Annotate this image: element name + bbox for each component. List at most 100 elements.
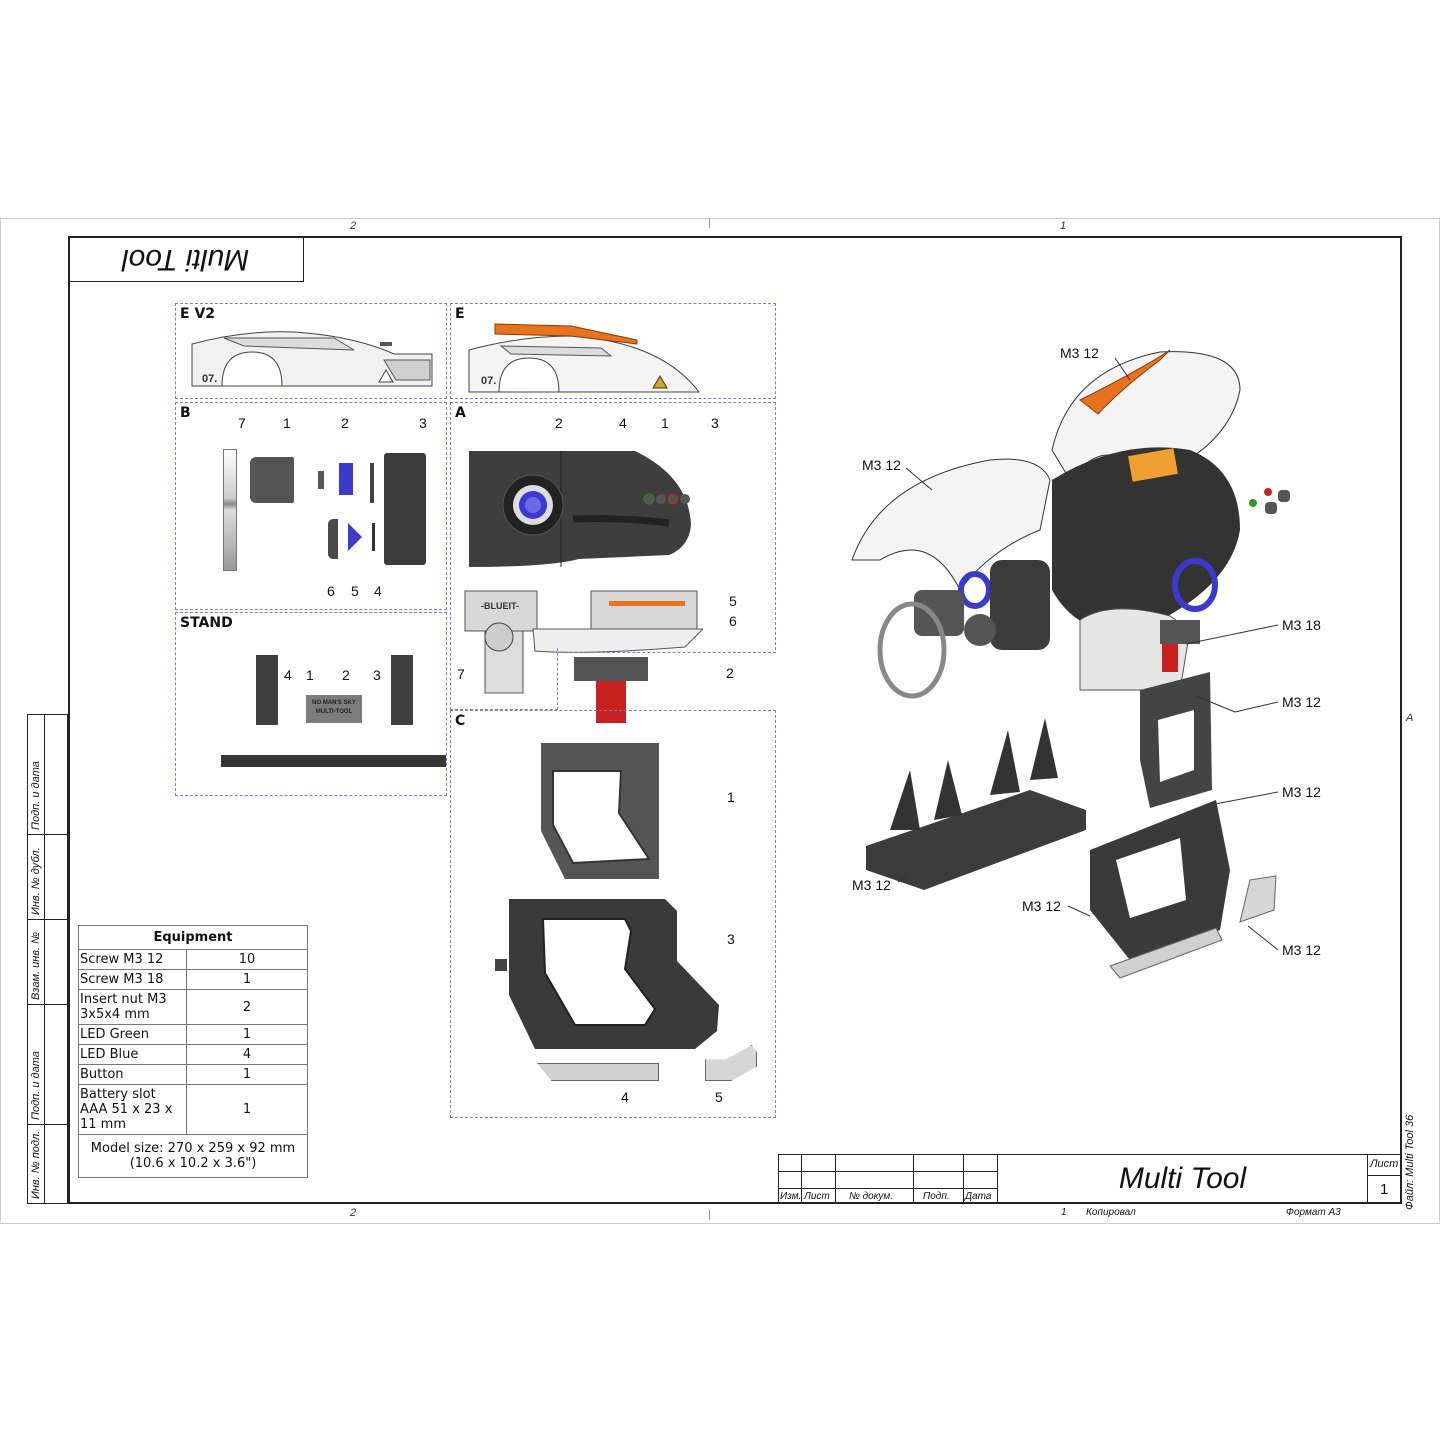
file-label: Файл: Multi Tool 36 [1404, 1114, 1416, 1210]
format-label: Формат A3 [1286, 1207, 1341, 1218]
sheet-number: 1 [1380, 1181, 1389, 1198]
drawing-frame [68, 236, 1402, 1204]
b-callout-4: 4 [374, 583, 382, 599]
stamp-header-date: Дата [965, 1191, 992, 1202]
side-cell-3: Взам. инв. № [28, 920, 67, 1005]
stamp-header-doc-no: № докум. [849, 1191, 894, 1202]
equipment-item: Screw M3 12 [78, 949, 187, 970]
view-e-v2: E V2 07. [175, 303, 447, 399]
a-callout-2b: 2 [726, 665, 734, 681]
view-c-label: C [455, 713, 466, 729]
zone-row-a: A [1406, 712, 1414, 724]
equipment-item: Insert nut M3 3x5x4 mm [78, 989, 187, 1025]
a-part-1-body [469, 451, 691, 567]
main-body [1052, 447, 1240, 632]
stand-part-1-base [221, 755, 446, 767]
b-part-2-blue-led [339, 463, 353, 495]
stand-callout-3: 3 [373, 667, 381, 683]
view-stand: STAND NO MAN'S SKY MULTI-TOOL 4 1 2 3 [175, 612, 447, 796]
c-callout-5: 5 [715, 1089, 723, 1105]
stand-callout-1: 1 [306, 667, 314, 683]
view-a-label: A [455, 405, 466, 421]
view-stand-label: STAND [180, 615, 233, 631]
b-callout-1: 1 [283, 415, 291, 431]
side-cell-5: Инв. № подл. [30, 1130, 42, 1199]
stamp-header-rev: Изм. [780, 1191, 802, 1202]
side-strip-divider [44, 715, 45, 1203]
revision-grid: Изм. Лист № докум. Подп. Дата [778, 1154, 998, 1204]
equipment-qty: 10 [186, 949, 308, 970]
view-e-label: E [455, 306, 465, 322]
c-part-4-rail [537, 1063, 659, 1081]
stamp-header-sheet: Лист [804, 1191, 830, 1202]
equipment-qty: 1 [186, 1024, 308, 1045]
assembly-callout-stand-m3-12: M3 12 [852, 877, 891, 893]
equipment-title: Equipment [78, 925, 308, 950]
left-shell [851, 458, 1051, 591]
exploded-assembly [851, 349, 1290, 979]
stand-part-2-plate: NO MAN'S SKY MULTI-TOOL [306, 695, 362, 723]
assembly-callout-top-shell-m3-12: M3 12 [1060, 345, 1099, 361]
model-size-mm: Model size: 270 x 259 x 92 mm [90, 1141, 296, 1156]
b-part-3-housing [384, 453, 426, 565]
c-part-3-frame [495, 899, 719, 1049]
svg-text:07.: 07. [481, 375, 496, 387]
a-part-2-red-trigger [596, 681, 626, 723]
b-part-2c [370, 463, 374, 503]
equipment-item: LED Green [78, 1024, 187, 1045]
assembly-callout-frame3-side-m3-12: M3 12 [1022, 898, 1061, 914]
side-cell-2: Инв. № дубл. [28, 835, 67, 920]
side-cell-1: Подп. и дата [28, 715, 67, 835]
upside-down-title: Multi Tool [121, 242, 250, 276]
stand-part-4-post [256, 655, 278, 725]
c-callout-3: 3 [727, 931, 735, 947]
a-callout-1: 1 [661, 415, 669, 431]
assembly-callout-frame3-m3-12: M3 12 [1282, 784, 1321, 800]
b-callout-7: 7 [238, 415, 246, 431]
svg-text:-BLUEIT-: -BLUEIT- [481, 601, 519, 611]
b-part-5-blue-cone [348, 523, 362, 551]
equipment-item: Button [78, 1064, 187, 1085]
zone-col-2-top: 2 [350, 220, 357, 232]
b-callout-3: 3 [419, 415, 427, 431]
stand-part-3-post [391, 655, 413, 725]
c-callout-4: 4 [621, 1089, 629, 1105]
upside-down-title-box: Multi Tool [68, 236, 304, 282]
view-e-v2-label: E V2 [180, 306, 216, 322]
drawing-sheet [0, 218, 1440, 1224]
c-part-1-frame [541, 743, 659, 879]
view-a-lower: 7 [450, 648, 558, 710]
b-callout-6: 6 [327, 583, 335, 599]
view-b: B 7 1 2 3 6 5 4 [175, 402, 447, 610]
equipment-qty: 1 [186, 1084, 308, 1135]
sheet-left-edge [0, 218, 1, 1222]
copied-by-label: Копировал [1086, 1207, 1136, 1218]
side-strip: Подп. и дата Инв. № дубл. Взам. инв. № П… [27, 714, 68, 1204]
assembly-callout-left-shell-m3-12: M3 12 [862, 457, 901, 473]
stamp-title: Multi Tool [998, 1154, 1368, 1204]
a-callout-2: 2 [555, 415, 563, 431]
assembly-callout-trigger-m3-18: M3 18 [1282, 617, 1321, 633]
b-callout-5: 5 [351, 583, 359, 599]
c-callout-1: 1 [727, 789, 735, 805]
view-a: A -BLUEIT- 2 4 1 3 5 6 [450, 402, 776, 694]
a-part-5-grip: -BLUEIT- [464, 590, 703, 694]
a-callout-4: 4 [619, 415, 627, 431]
a-callout-6: 6 [729, 613, 737, 629]
stand-callout-4: 4 [284, 667, 292, 683]
b-part-6-ring [328, 519, 338, 559]
zone-divider-bottom [709, 1210, 710, 1220]
equipment-qty: 2 [186, 989, 308, 1025]
equipment-qty: 4 [186, 1044, 308, 1065]
equipment-item: Battery slot AAA 51 x 23 x 11 mm [78, 1084, 187, 1135]
assembly-callout-clip-m3-12: M3 12 [1282, 942, 1321, 958]
a-callout-5: 5 [729, 593, 737, 609]
equipment-item: Screw M3 18 [78, 969, 187, 990]
view-c: C 1 3 4 5 [450, 710, 776, 1118]
